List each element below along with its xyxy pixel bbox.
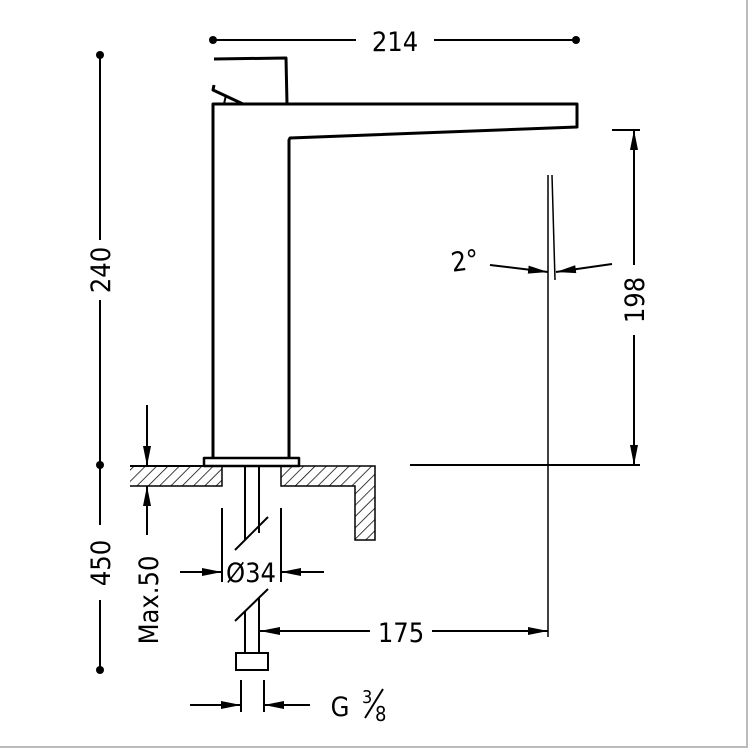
dimension-lines — [99, 39, 640, 712]
dim-thread-numerator: 3 — [362, 687, 372, 708]
faucet-body — [202, 56, 579, 468]
dim-hose-length: 450 — [86, 540, 117, 586]
dim-max-thickness: Max.50 — [134, 556, 165, 645]
faucet-handle — [211, 56, 289, 106]
dim-spout-reach: 175 — [378, 618, 424, 649]
dim-hole-diameter: Ø34 — [226, 558, 276, 589]
faucet-spout-outline — [211, 102, 579, 458]
dim-thread-denominator: 8 — [375, 702, 386, 726]
dim-spout-height: 198 — [620, 277, 651, 323]
dimension-dots — [96, 36, 580, 674]
base-plate — [202, 456, 301, 468]
dim-spout-length: 214 — [372, 27, 418, 58]
countertop-section — [130, 465, 376, 541]
dim-thread: G — [331, 692, 350, 723]
supply-hose — [234, 466, 269, 671]
dim-angle: 2° — [449, 244, 481, 279]
dim-total-height: 240 — [86, 247, 117, 293]
hose-fitting — [235, 652, 269, 671]
